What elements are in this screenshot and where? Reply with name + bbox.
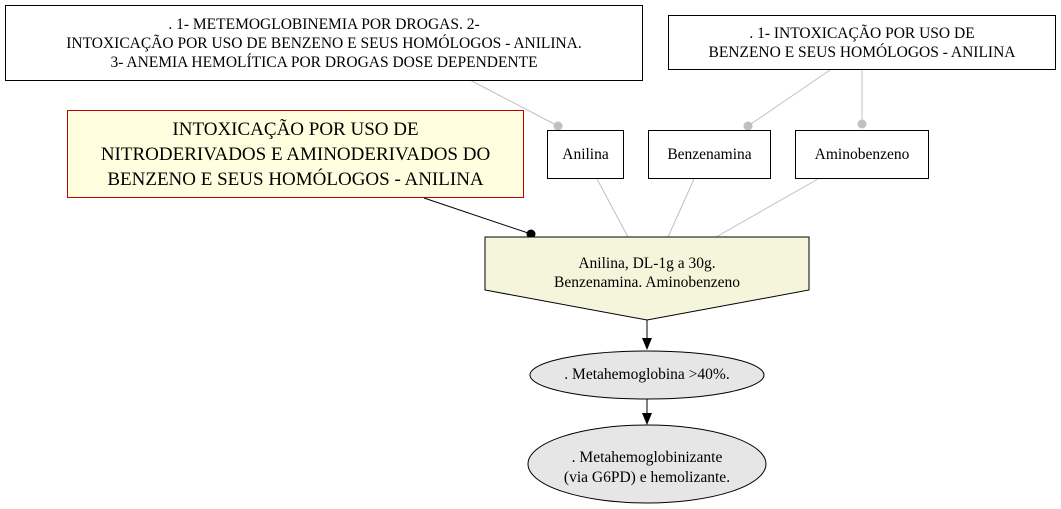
arrowhead-icon (642, 338, 652, 350)
edge-dot (857, 119, 867, 129)
synonym-label: Benzenamina (667, 145, 752, 163)
note-left-line: . 1- METEMOGLOBINEMIA POR DROGAS. 2- (168, 15, 480, 33)
edge-benzenamina-to-center (667, 178, 695, 238)
edge-anilina-to-center (596, 178, 629, 238)
synonym-label: Aminobenzeno (814, 145, 910, 163)
synonym-node-aminobenzeno: Aminobenzeno (795, 130, 929, 179)
effect-2-line: (via G6PD) e hemolizante. (563, 469, 731, 486)
note-right-line: BENZENO E SEUS HOMÓLOGOS - ANILINA (708, 43, 1016, 61)
note-left-line: 3- ANEMIA HEMOLÍTICA POR DROGAS DOSE DEP… (110, 53, 538, 71)
main-title-line: NITRODERIVADOS E AMINODERIVADOS DO (100, 143, 491, 165)
effect-2-shape (527, 424, 767, 504)
main-title-line: INTOXICAÇÃO POR USO DE (172, 118, 419, 140)
center-node-shape (484, 236, 810, 321)
edge-dot (743, 121, 753, 131)
synonym-label: Anilina (562, 145, 609, 163)
center-node-label: Anilina, DL-1g a 30g. Benzenamina. Amino… (485, 254, 809, 292)
edge-dot-black (526, 229, 536, 239)
note-left-line: INTOXICAÇÃO POR USO DE BENZENO E SEUS HO… (66, 34, 582, 52)
main-title-node: INTOXICAÇÃO POR USO DE NITRODERIVADOS E … (67, 110, 524, 198)
effect-1-line: . Metahemoglobina >40%. (564, 366, 730, 383)
main-title-line: BENZENO E SEUS HOMÓLOGOS - ANILINA (107, 168, 484, 190)
edge-note-left-to-anilina (469, 79, 559, 127)
effect-2-line: . Metahemoglobinizante (571, 449, 723, 466)
synonym-node-benzenamina: Benzenamina (648, 130, 771, 179)
center-node-line: Benzenamina. Aminobenzeno (554, 274, 740, 291)
note-left: . 1- METEMOGLOBINEMIA POR DROGAS. 2- INT… (5, 5, 643, 81)
center-node-line: Anilina, DL-1g a 30g. (578, 255, 716, 272)
note-right: . 1- INTOXICAÇÃO POR USO DE BENZENO E SE… (668, 15, 1056, 70)
edge-dot (553, 121, 563, 131)
note-right-line: . 1- INTOXICAÇÃO POR USO DE (749, 24, 975, 42)
edge-note-right-to-benzenamina (747, 69, 831, 127)
arrowhead-icon (642, 413, 652, 425)
effect-1-label: . Metahemoglobina >40%. (529, 362, 765, 388)
edge-aminobenzeno-to-center (715, 178, 819, 238)
synonym-node-anilina: Anilina (547, 130, 624, 179)
edge-title-to-center (423, 197, 532, 235)
effect-2-label: . Metahemoglobinizante (via G6PD) e hemo… (528, 434, 766, 502)
